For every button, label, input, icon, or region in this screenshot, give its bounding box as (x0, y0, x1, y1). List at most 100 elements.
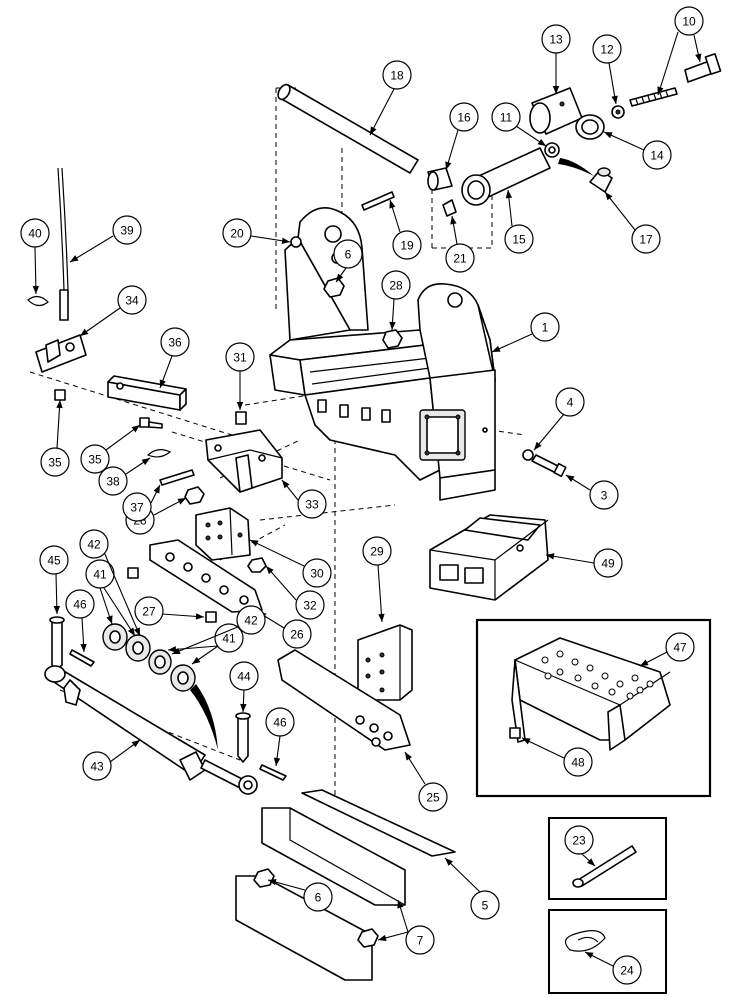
callout-15-arrowhead (505, 190, 513, 199)
callout-7-arrowhead (397, 900, 404, 909)
callout-43-arrowhead (131, 740, 140, 748)
callout-41-second-leader-line (103, 587, 136, 637)
fitting-21 (442, 199, 457, 217)
callout-35-leader-line (56, 399, 61, 449)
callout-41-second-arrowhead (127, 627, 135, 636)
inset-pin-23 (548, 817, 667, 900)
callout-32-circle (295, 590, 325, 620)
callout-30-arrowhead (250, 540, 259, 547)
callout-29-leader-line (377, 564, 383, 623)
callout-14-arrowhead (604, 132, 613, 139)
nut-6-a (253, 868, 275, 888)
callout-6-number: 6 (315, 891, 322, 905)
callout-39-number: 39 (120, 224, 134, 238)
callout-37-circle (122, 492, 152, 522)
long-pin-18 (279, 84, 419, 174)
callout-35-arrowhead (131, 425, 140, 433)
step-49 (429, 514, 549, 601)
callout-49-leader-line (545, 554, 595, 564)
callout-49-arrowhead (546, 553, 555, 560)
callout-17-arrowhead (605, 192, 613, 201)
left-parts (27, 167, 205, 505)
callout-25-arrowhead (405, 752, 412, 761)
callout-27-number: 27 (142, 605, 156, 619)
callout-31-circle (225, 342, 255, 372)
callout-18-circle (382, 60, 412, 90)
callout-35-number: 35 (48, 456, 62, 470)
callout-5-number: 5 (482, 899, 489, 913)
callout-33-circle (297, 489, 327, 519)
callout-33-arrowhead (282, 480, 290, 489)
callout-17-leader-line (604, 191, 636, 231)
callout-30-number: 30 (310, 567, 324, 581)
pin-46a (69, 649, 95, 667)
callout-7-number: 7 (417, 934, 424, 948)
nut-28-lower (184, 486, 205, 505)
callout-45-number: 45 (47, 554, 61, 568)
callout-41-number: 41 (93, 568, 107, 582)
callout-27-arrowhead (195, 613, 204, 620)
bolt-19 (361, 191, 395, 211)
callout-42-circle (236, 605, 266, 635)
callout-3-circle (589, 480, 619, 510)
callout-32-number: 32 (303, 599, 317, 613)
bolt-35b (139, 417, 150, 428)
plate-5 (301, 789, 456, 857)
callout-42-arrowhead (172, 647, 181, 654)
callout-17-circle (631, 224, 661, 254)
callout-36-arrowhead (159, 379, 166, 388)
callout-48-arrowhead (522, 738, 531, 745)
callout-4-number: 4 (567, 396, 574, 410)
callout-28-circle (381, 270, 411, 300)
callout-47-arrowhead (640, 659, 649, 666)
callout-39-arrowhead (70, 255, 79, 262)
callout-46-arrowhead (273, 757, 281, 766)
upper-parts (277, 53, 722, 478)
callout-44-number: 44 (237, 670, 251, 684)
callout-41-number: 41 (222, 632, 236, 646)
callout-26-circle (282, 619, 312, 649)
callout-19-number: 19 (400, 239, 414, 253)
callout-14-number: 14 (650, 149, 664, 163)
callout-39-leader-line (69, 235, 114, 263)
callout-10-second-arrowhead (695, 53, 702, 62)
callout-38-arrowhead (141, 458, 150, 466)
callout-46-circle (265, 707, 295, 737)
callout-35-circle (40, 447, 70, 477)
inset-clip-24 (548, 909, 667, 994)
callout-5-arrowhead (445, 858, 453, 866)
callout-40-circle (20, 218, 50, 248)
callout-11-circle (491, 102, 521, 132)
callout-1-circle (530, 312, 560, 342)
callout-labels: 1345667101112131415161718192021232425262… (20, 6, 704, 985)
bottom-plates (235, 789, 456, 981)
callout-46-arrowhead (80, 643, 87, 652)
callout-47-circle (665, 632, 695, 662)
callout-16-circle (449, 102, 479, 132)
clip-40 (27, 295, 49, 307)
callout-39-circle (112, 215, 142, 245)
callout-7-circle (405, 925, 435, 955)
callout-18-arrowhead (370, 126, 377, 135)
callout-27-circle (134, 596, 164, 626)
callout-34-arrowhead (80, 328, 89, 336)
callout-42-arrowhead (133, 627, 140, 636)
callout-6-arrowhead (336, 273, 344, 282)
callout-36-number: 36 (168, 336, 182, 350)
callout-41-circle (214, 623, 244, 653)
callout-31-arrowhead (236, 402, 244, 410)
callout-19-circle (392, 230, 422, 260)
callout-25-number: 25 (426, 791, 440, 805)
callout-38-circle (98, 466, 128, 496)
callout-5-circle (470, 890, 500, 920)
callout-28-arrowhead (389, 321, 396, 330)
bolt-35a (54, 389, 66, 401)
callout-12-circle (592, 34, 622, 64)
callout-15-number: 15 (512, 233, 526, 247)
callout-37-number: 37 (130, 501, 144, 515)
callout-10-number: 10 (682, 15, 696, 29)
callout-45-circle (39, 545, 69, 575)
center-brackets (127, 411, 413, 751)
main-frame (269, 206, 496, 501)
